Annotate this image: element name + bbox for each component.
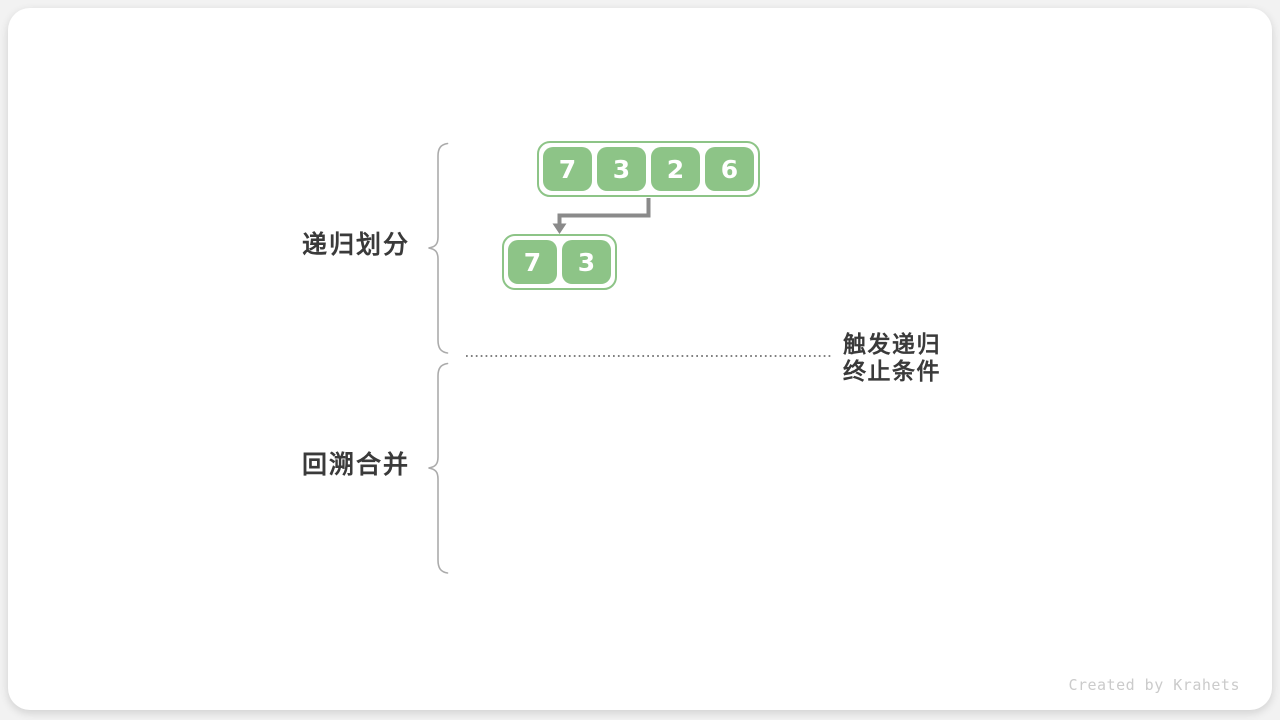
array-cell: 3	[597, 147, 646, 191]
figure-card	[8, 8, 1272, 710]
label-backtrack-merge: 回溯合并	[301, 451, 410, 479]
array-cell: 3	[562, 240, 611, 284]
annotation-termination-condition: 触发递归 终止条件	[843, 331, 941, 385]
array-cell: 7	[543, 147, 592, 191]
annotation-line-1: 触发递归	[843, 331, 941, 357]
array-top: 7 3 2 6	[537, 141, 760, 197]
array-cell: 6	[705, 147, 754, 191]
array-sub: 7 3	[502, 234, 617, 290]
annotation-line-2: 终止条件	[843, 358, 941, 384]
label-recursive-partition: 递归划分	[301, 231, 410, 259]
watermark-credit: Created by Krahets	[1068, 676, 1240, 694]
array-cell: 7	[508, 240, 557, 284]
array-cell: 2	[651, 147, 700, 191]
